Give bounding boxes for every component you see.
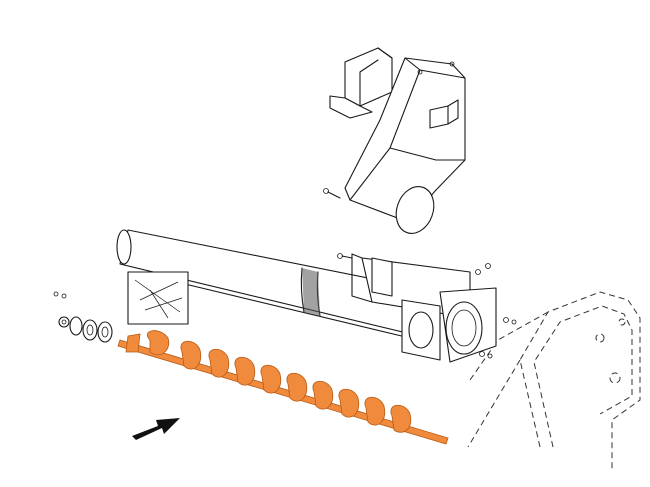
direction-arrow-icon <box>132 418 180 440</box>
auger-flighting <box>117 330 449 445</box>
loading-chute <box>323 57 466 234</box>
machine-frame-outline <box>467 291 641 470</box>
hardware-washers <box>53 291 113 343</box>
upper-chute-hood <box>329 47 393 119</box>
auger-tube <box>116 229 439 353</box>
flange-plate <box>439 287 517 363</box>
